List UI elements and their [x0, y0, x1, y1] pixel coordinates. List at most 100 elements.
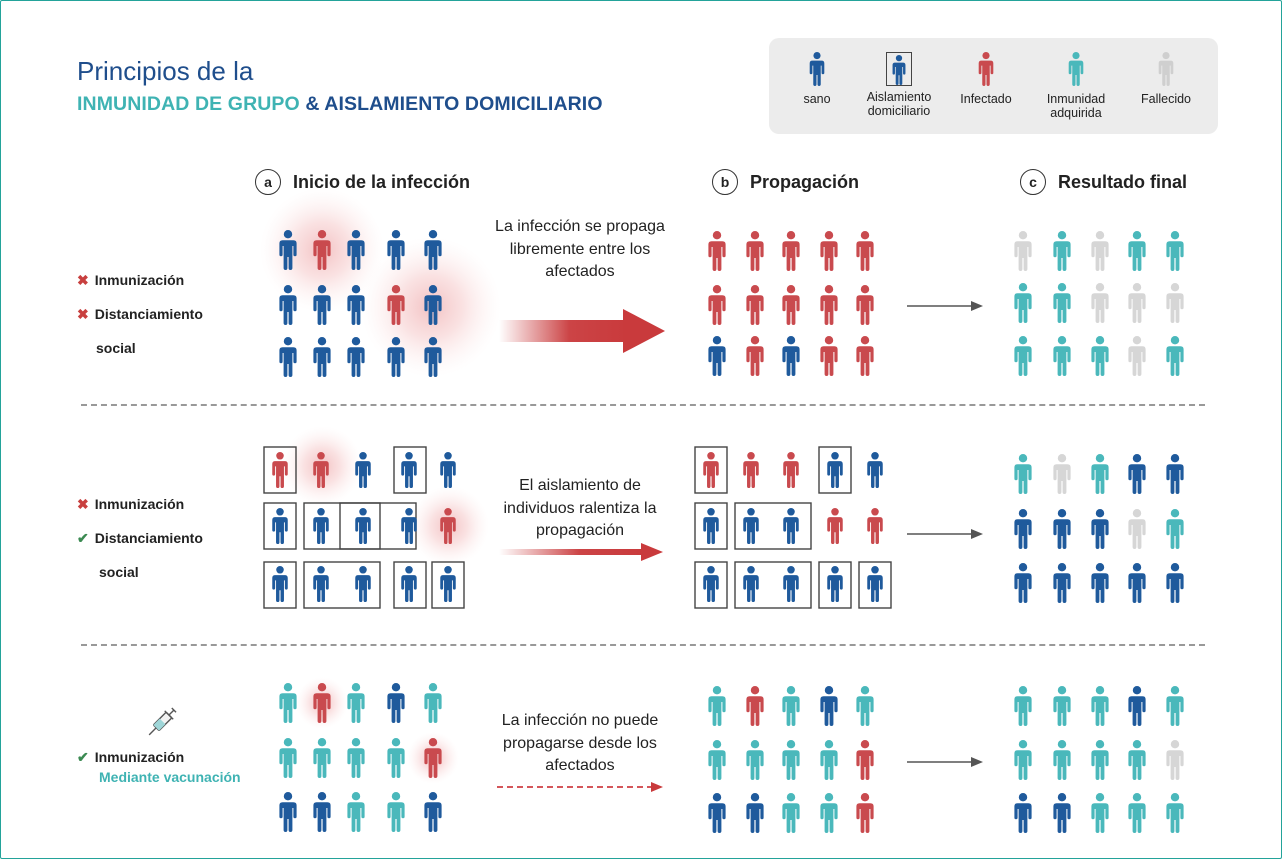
person-healthy-icon: [387, 683, 405, 723]
isolation-box: [734, 561, 812, 609]
person-healthy-icon: [1091, 563, 1109, 603]
legend-isolation: Aislamiento domiciliario: [859, 52, 939, 118]
person-immune-icon: [1091, 793, 1109, 833]
person-healthy-icon: [1053, 793, 1071, 833]
title-home-isolation: & AISLAMIENTO DOMICILIARIO: [299, 93, 603, 115]
person-immune-icon: [1014, 740, 1032, 780]
row-divider: [81, 404, 1205, 406]
person-immune-icon: [424, 683, 442, 723]
person-infected-icon: [856, 793, 874, 833]
legend-healthy-label: sano: [803, 92, 831, 106]
legend-isolation-label: Aislamiento domiciliario: [866, 90, 932, 118]
person-immune-icon: [782, 793, 800, 833]
person-healthy-icon: [1166, 454, 1184, 494]
person-infected-icon: [703, 452, 719, 488]
isolation-box: [431, 561, 465, 609]
row1-condition3: social: [96, 340, 136, 356]
isolation-box: [393, 561, 427, 609]
row3-label: ✔ Inmunización Mediante vacunación: [77, 747, 241, 787]
person-healthy-icon: [1128, 563, 1146, 603]
person-immune-icon: [1166, 509, 1184, 549]
column-b-letter: b: [712, 169, 738, 195]
person-infected-icon: [820, 285, 838, 325]
person-immune-icon: [1053, 740, 1071, 780]
person-immune-icon: [820, 740, 838, 780]
isolation-box: [339, 502, 417, 550]
person-infected-icon: [783, 452, 799, 488]
person-healthy-icon: [279, 337, 297, 377]
person-infected-icon: [746, 686, 764, 726]
person-infected-icon: [746, 336, 764, 376]
column-c-letter: c: [1020, 169, 1046, 195]
row3-condition2: Mediante vacunación: [99, 769, 241, 785]
syringe-icon: [148, 707, 177, 736]
person-healthy-icon: [401, 566, 417, 602]
column-a-label: Inicio de la infección: [293, 171, 471, 192]
person-infected-icon: [820, 231, 838, 271]
person-deceased-icon: [1128, 336, 1146, 376]
person-immune-icon: [1053, 283, 1071, 323]
person-healthy-icon: [1128, 686, 1146, 726]
person-healthy-icon: [279, 792, 297, 832]
person-healthy-icon: [313, 508, 329, 544]
row3-condition1: Inmunización: [94, 749, 185, 765]
isolation-box: [263, 561, 297, 609]
isolation-box: [694, 446, 728, 494]
row3-message: La infección no puede propagarse desde l…: [501, 712, 659, 774]
person-healthy-icon: [424, 792, 442, 832]
big-arrow-row1: [499, 309, 665, 353]
person-healthy-icon: [708, 336, 726, 376]
person-deceased-icon: [1166, 283, 1184, 323]
row-divider: [81, 644, 1205, 646]
person-healthy-icon: [867, 566, 883, 602]
person-immune-icon: [1053, 336, 1071, 376]
person-immune-icon: [387, 738, 405, 778]
person-immune-icon: [1166, 336, 1184, 376]
person-immune-icon: [347, 792, 365, 832]
cross-icon: ✖: [77, 272, 89, 288]
person-infected-icon: [867, 508, 883, 544]
person-immune-icon: [1014, 454, 1032, 494]
person-immune-icon: [1091, 740, 1109, 780]
person-infected-icon: [827, 508, 843, 544]
row1-condition1: Inmunización: [94, 272, 185, 288]
person-immune-icon: [782, 686, 800, 726]
legend-deceased-label: Fallecido: [1140, 92, 1192, 106]
person-immune-icon: [708, 686, 726, 726]
legend-infected: Infectado: [951, 52, 1021, 106]
isolation-box: [694, 561, 728, 609]
person-immune-icon: [1014, 686, 1032, 726]
person-healthy-icon: [355, 566, 371, 602]
person-healthy-icon: [401, 452, 417, 488]
person-healthy-icon: [782, 336, 800, 376]
person-deceased-icon: [1128, 283, 1146, 323]
row2-condition3: social: [99, 564, 139, 580]
title-line2: INMUNIDAD DE GRUPO & AISLAMIENTO DOMICIL…: [77, 93, 603, 116]
person-immune-icon: [1091, 686, 1109, 726]
person-infected-icon: [746, 285, 764, 325]
person-healthy-icon: [1014, 563, 1032, 603]
check-icon: ✔: [77, 749, 89, 765]
legend-deceased: Fallecido: [1131, 52, 1201, 106]
legend-infected-label: Infectado: [960, 92, 1012, 106]
person-immune-icon: [1128, 740, 1146, 780]
row1-label: ✖Inmunización ✖Distanciamiento social: [77, 270, 203, 358]
person-immune-icon: [279, 683, 297, 723]
person-infected-icon: [856, 231, 874, 271]
person-healthy-icon: [1014, 509, 1032, 549]
person-infected-icon: [746, 231, 764, 271]
person-infected-icon: [782, 285, 800, 325]
person-infected-icon: [856, 285, 874, 325]
person-infected-icon: [856, 336, 874, 376]
row1-message: La infección se propaga libremente entre…: [495, 218, 665, 280]
person-healthy-icon: [1014, 793, 1032, 833]
isolation-box: [263, 502, 297, 550]
person-healthy-icon: [1053, 563, 1071, 603]
person-immune-icon: [1166, 231, 1184, 271]
person-infected-icon: [782, 231, 800, 271]
person-healthy-icon: [272, 566, 288, 602]
person-healthy-icon: [313, 337, 331, 377]
person-deceased-icon: [1128, 509, 1146, 549]
person-healthy-icon: [743, 508, 759, 544]
